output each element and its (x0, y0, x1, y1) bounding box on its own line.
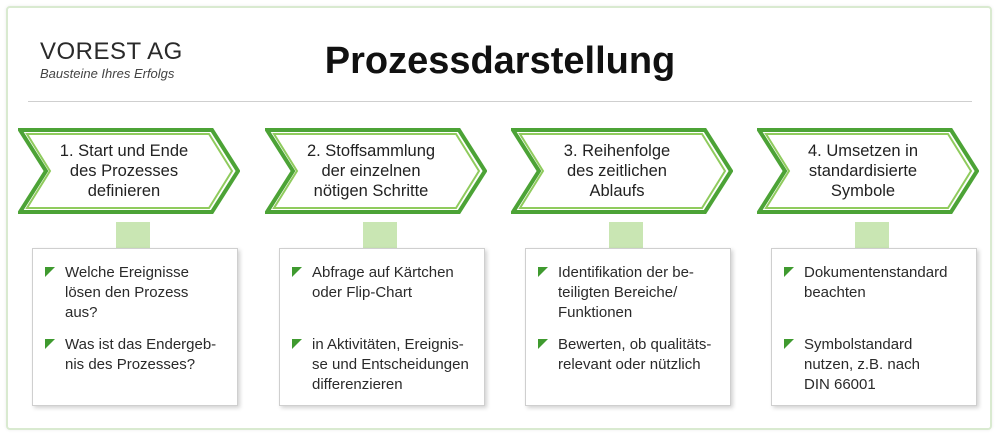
bullet-text: Welche Ereignisse lösen den Prozess aus? (65, 264, 189, 321)
step-connector (855, 222, 889, 248)
step-label: 4. Umsetzen in standardisierte Symbole (807, 142, 919, 200)
triangle-bullet-icon (292, 339, 302, 349)
process-step-1: 1. Start und Ende des Prozesses definier… (18, 128, 240, 408)
company-logo: VOREST AG Bausteine Ihres Erfolgs (40, 38, 183, 88)
step-detail-card: Welche Ereignisse lösen den Prozess aus?… (32, 248, 238, 406)
list-item: Dokumentenstandard beachten (784, 263, 970, 303)
step-connector (116, 222, 150, 248)
bullet-text: Was ist das Endergeb- nis des Prozesses? (65, 336, 217, 373)
list-item: Bewerten, ob qualitäts- relevant oder nü… (538, 335, 724, 375)
triangle-bullet-icon (45, 339, 55, 349)
step-label: 3. Reihenfolge des zeitlichen Ablaufs (563, 142, 671, 200)
step-connector (363, 222, 397, 248)
list-item: Abfrage auf Kärtchen oder Flip-Chart (292, 263, 478, 303)
step-detail-card: Dokumentenstandard beachten Symbolstanda… (771, 248, 977, 406)
bullet-text: Dokumentenstandard beachten (804, 264, 948, 301)
list-item: Identifikation der be- teiligten Bereich… (538, 263, 724, 323)
bullet-text: Bewerten, ob qualitäts- relevant oder nü… (558, 336, 712, 373)
page-title: Prozessdarstellung (324, 40, 676, 82)
triangle-bullet-icon (538, 339, 548, 349)
diagram-frame (6, 6, 992, 430)
step-chevron (18, 128, 240, 214)
bullet-text: in Aktivitäten, Ereignis- se und Entsche… (312, 336, 469, 393)
triangle-bullet-icon (784, 267, 794, 277)
step-connector (609, 222, 643, 248)
process-step-4: 4. Umsetzen in standardisierte Symbole D… (757, 128, 979, 408)
list-item: Welche Ereignisse lösen den Prozess aus? (45, 263, 231, 323)
triangle-bullet-icon (292, 267, 302, 277)
step-chevron (757, 128, 979, 214)
step-detail-card: Identifikation der be- teiligten Bereich… (525, 248, 731, 406)
list-item: Was ist das Endergeb- nis des Prozesses? (45, 335, 231, 375)
process-step-3: 3. Reihenfolge des zeitlichen Ablaufs Id… (511, 128, 733, 408)
list-item: Symbolstandard nutzen, z.B. nach DIN 660… (784, 335, 970, 395)
step-label: 2. Stoffsammlung der einzelnen nötigen S… (306, 142, 436, 200)
process-step-2: 2. Stoffsammlung der einzelnen nötigen S… (265, 128, 487, 408)
triangle-bullet-icon (538, 267, 548, 277)
bullet-text: Symbolstandard nutzen, z.B. nach DIN 660… (804, 336, 920, 393)
logo-tagline: Bausteine Ihres Erfolgs (40, 66, 175, 81)
triangle-bullet-icon (784, 339, 794, 349)
step-chevron (265, 128, 487, 214)
triangle-bullet-icon (45, 267, 55, 277)
list-item: in Aktivitäten, Ereignis- se und Entsche… (292, 335, 478, 395)
title-divider (28, 101, 972, 102)
bullet-text: Identifikation der be- teiligten Bereich… (558, 264, 694, 321)
step-chevron (511, 128, 733, 214)
logo-wordmark: VOREST AG (40, 38, 183, 65)
step-label: 1. Start und Ende des Prozesses definier… (59, 142, 189, 200)
bullet-text: Abfrage auf Kärtchen oder Flip-Chart (312, 264, 454, 301)
step-detail-card: Abfrage auf Kärtchen oder Flip-Chart in … (279, 248, 485, 406)
